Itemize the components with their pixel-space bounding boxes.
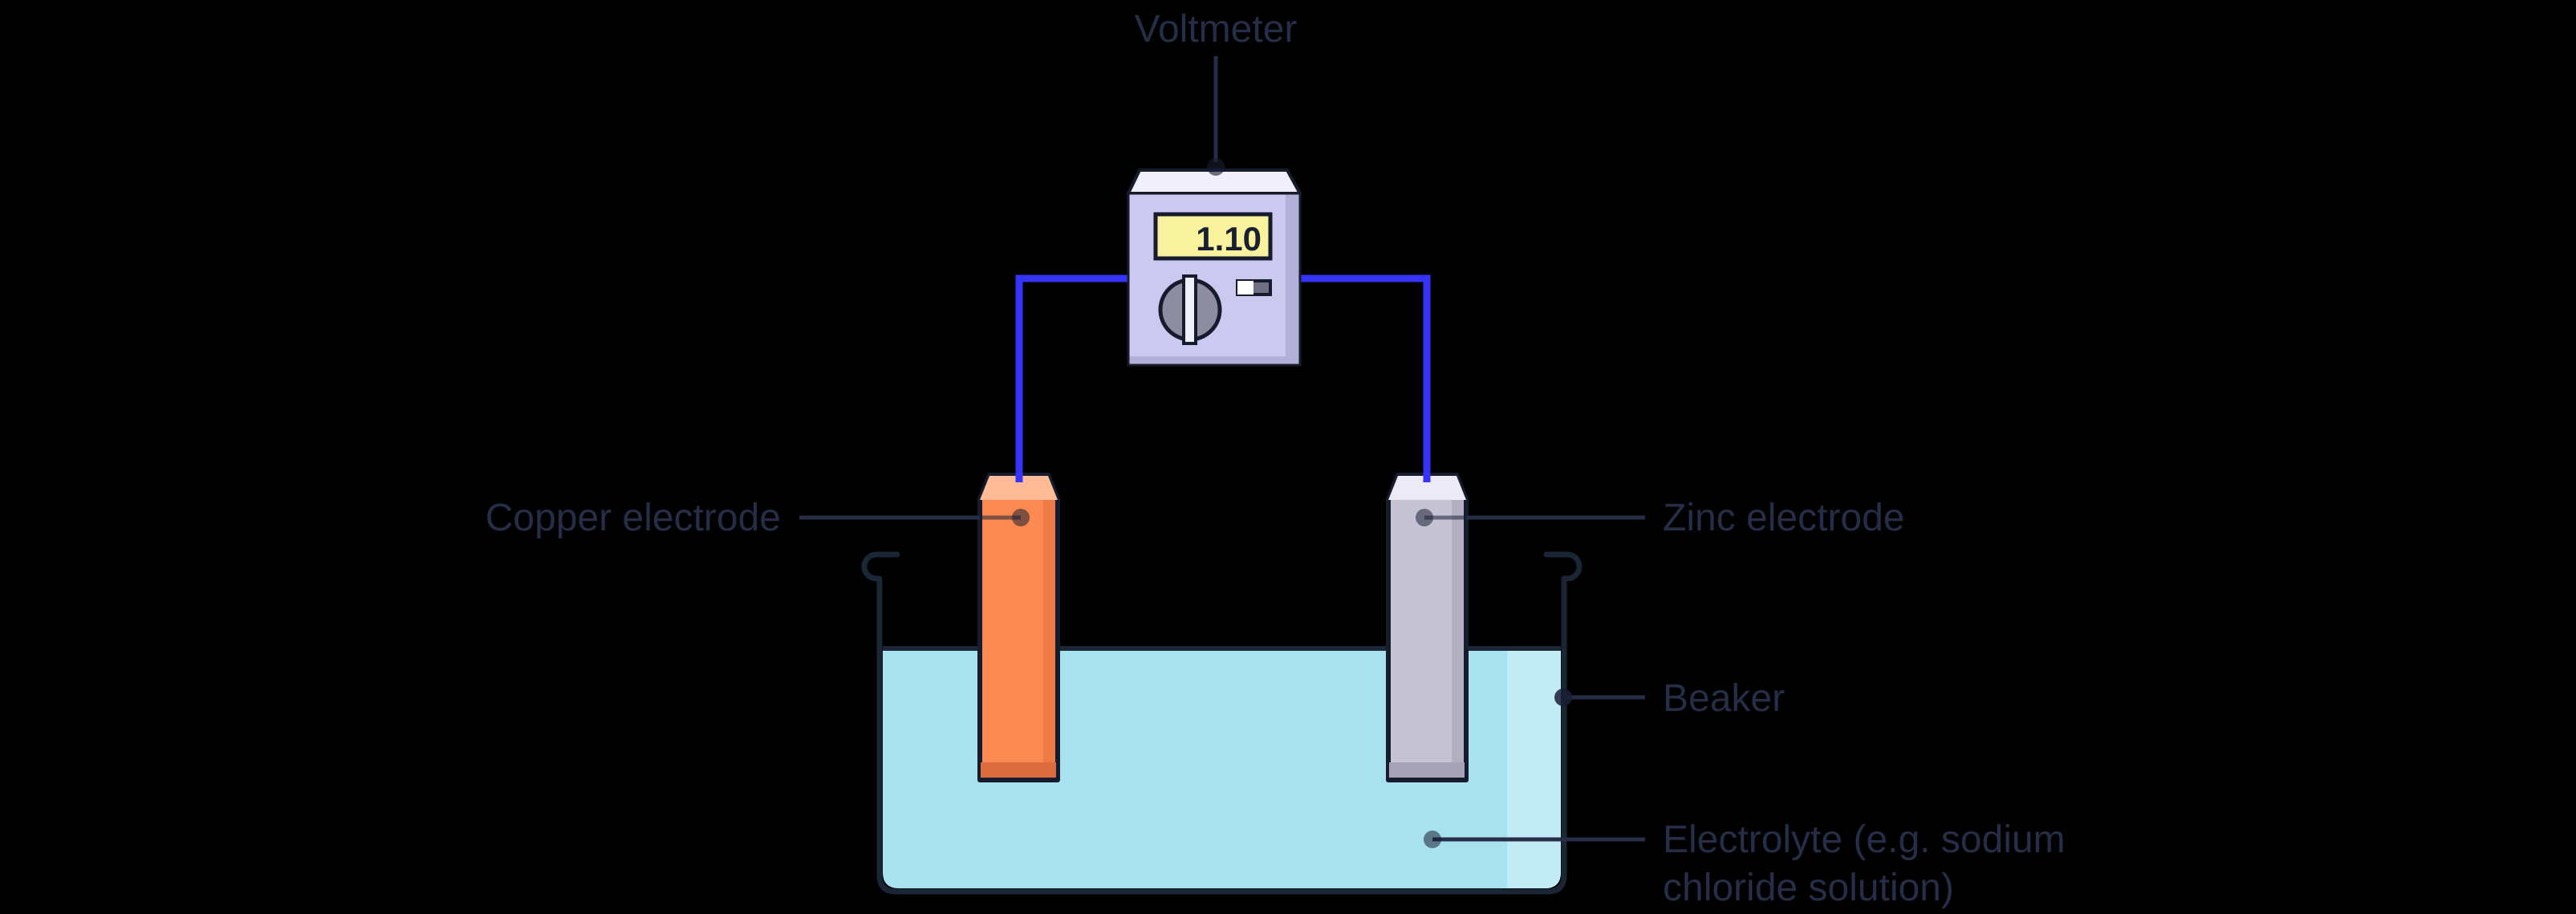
copper-electrode-top-face: [980, 476, 1058, 500]
voltmeter-dial-knob: [1182, 274, 1197, 345]
copper-electrode-bottom-shade: [981, 762, 1056, 778]
copper-electrode-side-shade: [1043, 500, 1055, 765]
voltmeter-switch-knob: [1237, 281, 1253, 295]
electrolyte-water-highlight: [1507, 647, 1561, 888]
electrolyte-anchor-dot: [1424, 831, 1441, 848]
wire-right: [1300, 274, 1431, 482]
zinc-electrode-label: Zinc electrode: [1663, 497, 1904, 539]
zinc-electrode-side-shade: [1452, 500, 1464, 765]
copper-electrode-body: [977, 473, 1060, 782]
beaker-outline: [861, 551, 1583, 895]
wire-left: [1015, 274, 1128, 482]
voltmeter-device: 1.10: [1127, 169, 1302, 367]
voltmeter-anchor-dot: [1207, 158, 1225, 176]
voltmeter-reading: 1.10: [1196, 220, 1262, 258]
voltmeter-label: Voltmeter: [1135, 8, 1298, 51]
voltmeter-switch: [1236, 279, 1272, 296]
copper-electrode-label: Copper electrode: [486, 497, 781, 539]
electrolyte-label-line2: chloride solution): [1663, 867, 1954, 909]
beaker-label: Beaker: [1663, 677, 1785, 720]
voltmeter-body-shadow-right: [1286, 193, 1300, 365]
voltmeter-body-outline: [1127, 192, 1302, 367]
voltmeter-body-shadow-bottom: [1128, 356, 1300, 365]
zinc-electrode-bottom-shade: [1389, 762, 1465, 778]
copper-anchor-dot: [1012, 509, 1030, 526]
copper-electrode: [977, 473, 1060, 782]
voltmeter-display: [1153, 212, 1273, 261]
zinc-anchor-dot: [1416, 509, 1433, 526]
zinc-electrode: [1386, 473, 1469, 782]
beaker-anchor-dot: [1554, 689, 1572, 706]
zinc-electrode-body: [1386, 473, 1469, 782]
zinc-electrode-top-face: [1388, 476, 1466, 500]
electrolyte-label-line1: Electrolyte (e.g. sodium: [1663, 819, 2066, 861]
